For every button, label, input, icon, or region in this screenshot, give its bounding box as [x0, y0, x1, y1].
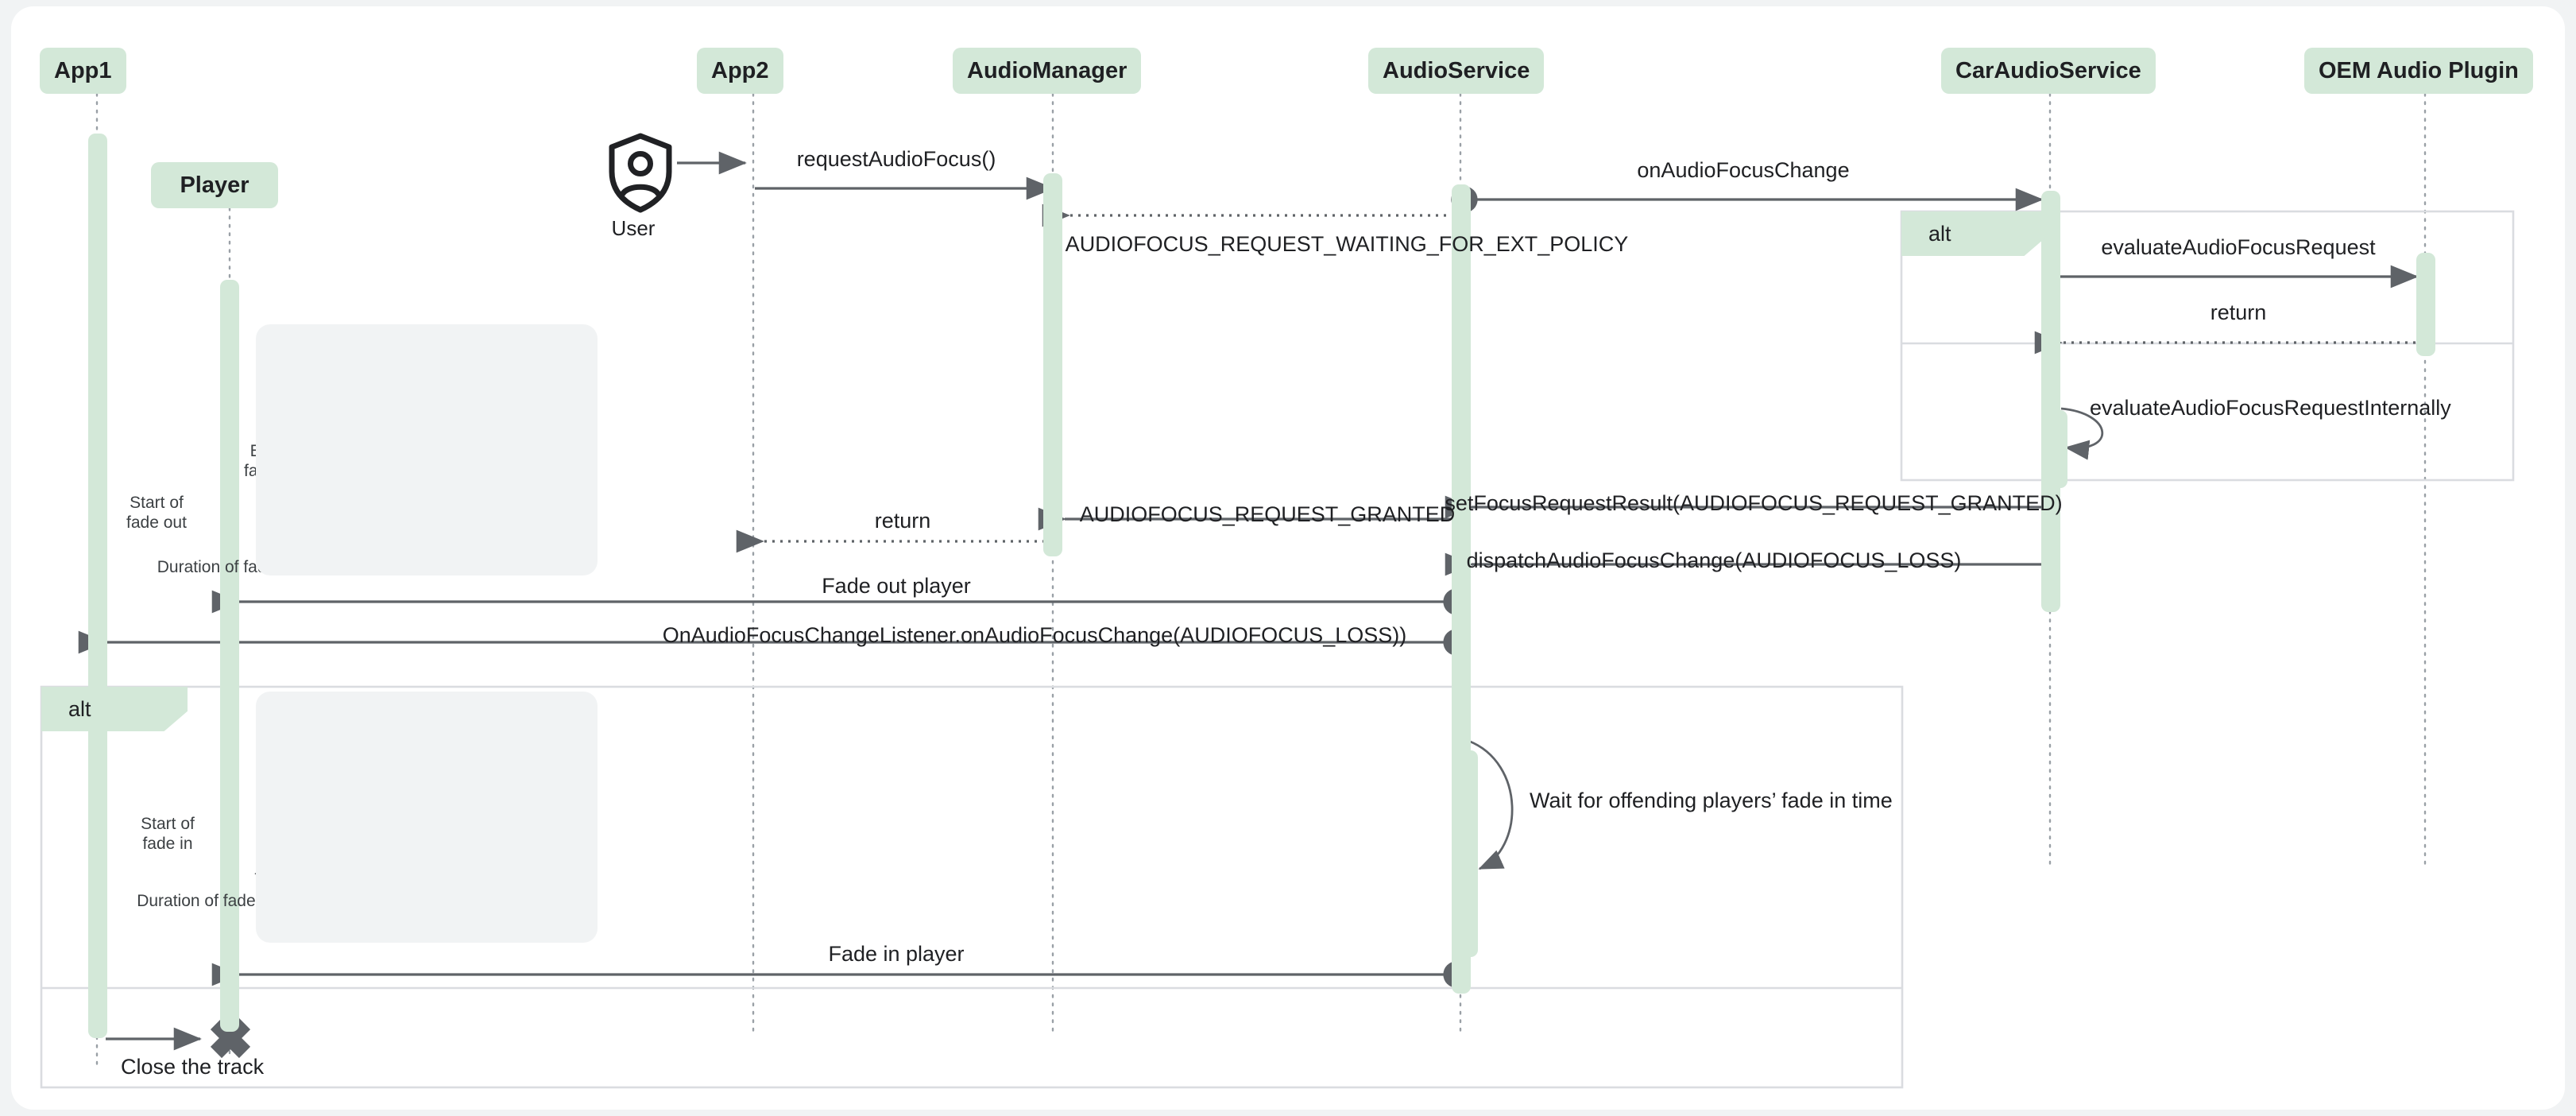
message-label-dispatch-focus-change: dispatchAudioFocusChange(AUDIOFOCUS_LOSS… [1466, 548, 1962, 572]
message-label-waiting-ext-policy: AUDIOFOCUS_REQUEST_WAITING_FOR_EXT_POLIC… [1065, 232, 1629, 256]
participant-oemplugin[interactable]: OEM Audio Plugin [2304, 48, 2533, 94]
message-label-wait-fade-in: Wait for offending players’ fade in time [1530, 789, 1893, 813]
participant-label: App2 [711, 57, 769, 83]
actor-label-user: User [611, 216, 656, 240]
fade-out-start-label: Start of fade out [126, 493, 187, 532]
fragment-label-text: alt [1928, 221, 1951, 246]
message-label-fade-out-player: Fade out player [822, 574, 971, 598]
participant-audiomanager[interactable]: AudioManager [953, 48, 1142, 94]
fragment-label-right: alt [1901, 211, 2048, 256]
fade-in-chart [256, 692, 598, 943]
participant-app1[interactable]: App1 [40, 48, 126, 94]
activation-player [220, 280, 239, 1032]
participant-audioservice[interactable]: AudioService [1368, 48, 1545, 94]
message-label-onaudiofocuschangelistener: OnAudioFocusChangeListener.onAudioFocusC… [662, 623, 1407, 647]
fade-in-start-label: Start of fade in [141, 814, 195, 853]
message-label-close-the-track: Close the track [121, 1055, 265, 1079]
fade-in-duration-label: Duration of fade in [137, 892, 273, 910]
participant-caraudioservice[interactable]: CarAudioService [1941, 48, 2156, 94]
participant-label: Player [180, 172, 249, 198]
message-label-requestaudiofocus: requestAudioFocus() [796, 147, 996, 171]
message-label-return-app2: return [874, 509, 931, 533]
fade-out-chart [256, 324, 598, 575]
message-label-evaluate-return: return [2210, 300, 2267, 324]
participant-label: AudioManager [967, 57, 1127, 83]
activation-audioservice-nested [1459, 750, 1478, 957]
activation-caraudioservice [2041, 191, 2060, 612]
participant-label: OEM Audio Plugin [2319, 57, 2519, 83]
message-label-onaudiofocuschange: onAudioFocusChange [1637, 158, 1850, 182]
message-label-fade-in-player: Fade in player [828, 942, 965, 966]
message-label-setfocusrequestresult: setFocusRequestResult(AUDIOFOCUS_REQUEST… [1445, 491, 2063, 515]
activation-caraudioservice-nested [2048, 410, 2067, 488]
activation-audiomanager [1043, 173, 1062, 556]
message-label-evaluate-internally: evaluateAudioFocusRequestInternally [2090, 396, 2451, 420]
activation-app1 [88, 134, 107, 1038]
participant-player[interactable]: Player [151, 162, 278, 208]
participant-label: CarAudioService [1955, 57, 2141, 83]
participant-label: App1 [54, 57, 112, 83]
participant-app2[interactable]: App2 [697, 48, 783, 94]
message-label-evaluate-request: evaluateAudioFocusRequest [2101, 235, 2376, 259]
activation-oemplugin [2416, 253, 2435, 356]
message-label-request-granted: AUDIOFOCUS_REQUEST_GRANTED [1079, 502, 1456, 526]
fragment-label-text: alt [68, 696, 91, 721]
fragment-label-left: alt [41, 687, 188, 731]
participant-label: AudioService [1383, 57, 1530, 83]
